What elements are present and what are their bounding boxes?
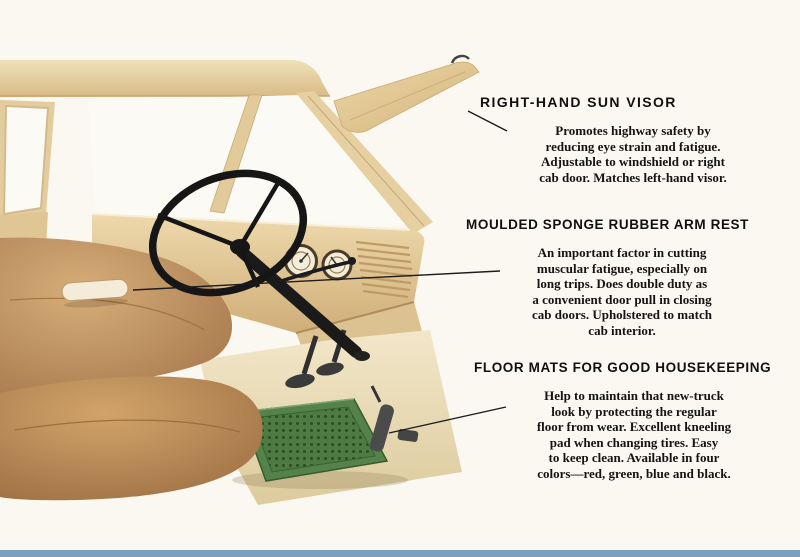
body-line: long trips. Does double duty as	[536, 276, 708, 292]
section-body-sun-visor: Promotes highway safety by reducing eye …	[480, 123, 786, 185]
section-sun-visor: RIGHT-HAND SUN VISOR Promotes highway sa…	[480, 94, 786, 185]
body-line: muscular fatigue, especially on	[536, 260, 708, 276]
body-line: floor from wear. Excellent kneeling	[536, 419, 732, 435]
steering-column	[236, 246, 362, 358]
body-line: An important factor in cutting	[537, 245, 707, 260]
leader-lines	[132, 110, 508, 434]
dash-vent-louvers	[355, 240, 413, 299]
leader-line-sun-visor	[467, 110, 508, 132]
pedals	[285, 329, 419, 452]
body-line: to keep clean. Available in four	[548, 450, 720, 466]
body-line: look by protecting the regular	[551, 403, 717, 419]
body-line: Help to maintain that new-truck	[544, 388, 724, 403]
section-body-arm-rest: An important factor in cutting muscular …	[466, 245, 778, 339]
body-line: reducing eye strain and fatigue.	[545, 138, 721, 154]
body-line: pad when changing tires. Easy	[549, 434, 719, 450]
gear-lever	[277, 257, 356, 284]
leader-line-arm-rest	[132, 270, 501, 291]
right-windshield-pillar	[296, 91, 433, 234]
bottom-blue-strip	[0, 550, 800, 557]
steering-wheel	[148, 169, 370, 361]
roof-header	[0, 60, 330, 97]
body-line: Adjustable to windshield or right	[541, 154, 725, 170]
windshield	[88, 95, 406, 226]
floor-mat	[232, 398, 408, 489]
section-arm-rest: MOULDED SPONGE RUBBER ARM REST An import…	[466, 217, 778, 339]
section-body-floor-mats: Help to maintain that new-truck look by …	[474, 388, 794, 482]
body-line: colors—red, green, blue and black.	[537, 465, 731, 481]
accelerator-pedal	[370, 385, 419, 452]
body-line: cab doors. Upholstered to match	[532, 307, 712, 323]
section-floor-mats: FLOOR MATS FOR GOOD HOUSEKEEPING Help to…	[474, 360, 794, 482]
bench-seat	[0, 237, 263, 501]
body-line: Promotes highway safety by	[555, 123, 711, 138]
section-heading-arm-rest: MOULDED SPONGE RUBBER ARM REST	[466, 217, 750, 232]
leader-line-floor-mat	[388, 406, 507, 434]
sun-visor	[333, 54, 480, 133]
section-heading-sun-visor: RIGHT-HAND SUN VISOR	[480, 94, 677, 110]
arm-rest	[61, 278, 129, 308]
body-line: a convenient door pull in closing	[532, 291, 712, 307]
section-heading-floor-mats: FLOOR MATS FOR GOOD HOUSEKEEPING	[474, 360, 772, 375]
body-line: cab interior.	[588, 322, 656, 338]
body-line: cab door. Matches left-hand visor.	[539, 169, 727, 185]
